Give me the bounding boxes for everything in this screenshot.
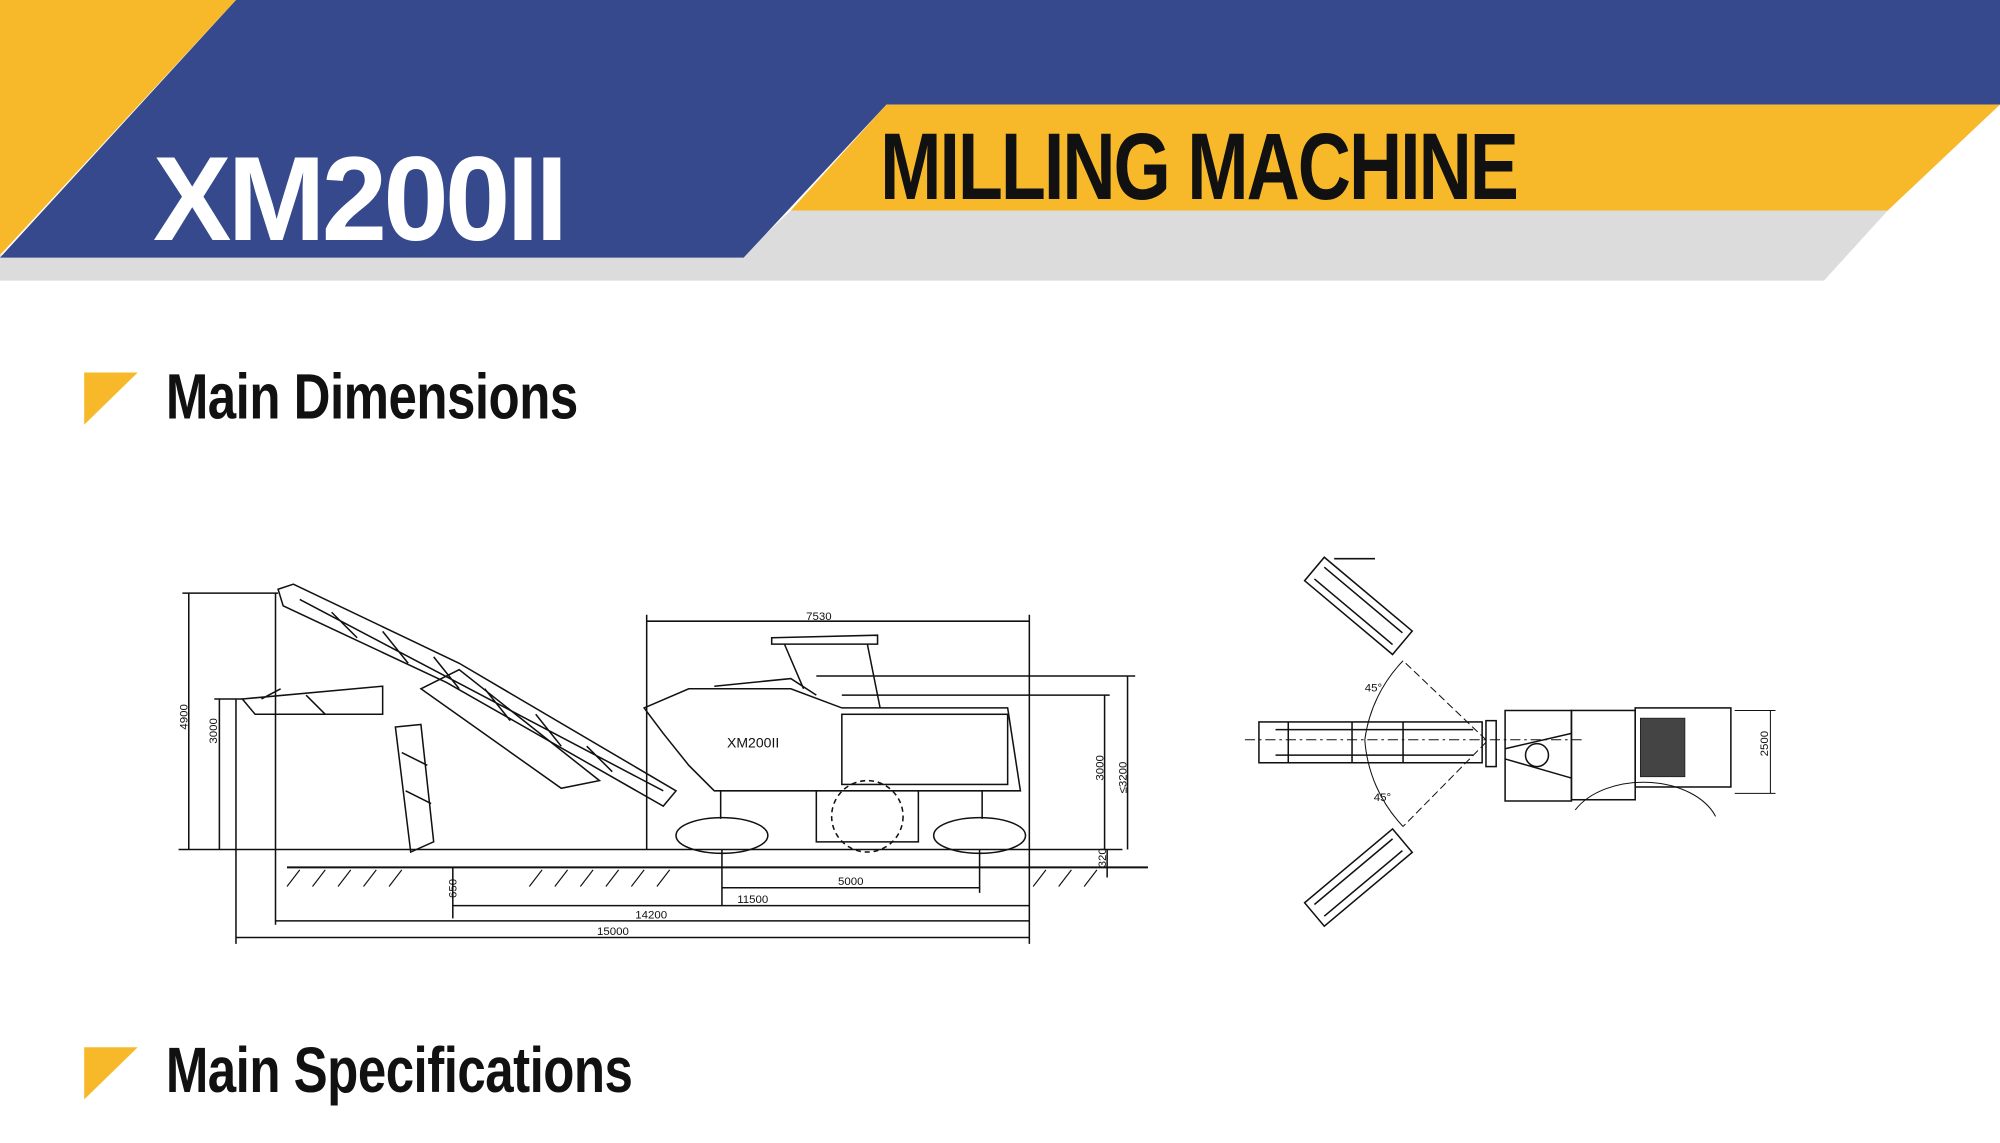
section-title-main-specifications: Main Specifications xyxy=(165,1034,633,1106)
dim-width: 2500 xyxy=(1759,731,1771,757)
section-title-main-dimensions: Main Dimensions xyxy=(165,360,578,433)
dim-650: 650 xyxy=(448,879,460,898)
dim-11500: 11500 xyxy=(737,894,768,906)
header-gray-strip xyxy=(0,210,1888,281)
dim-roof-height: ≤3200 xyxy=(1117,762,1129,794)
yellow-triangle-icon xyxy=(84,372,138,425)
model-title: XM200II xyxy=(153,131,568,266)
top-view-drawing xyxy=(1244,556,1776,928)
dim-5000: 5000 xyxy=(838,876,864,888)
dim-320: 320 xyxy=(1097,848,1109,867)
header-yellow-bar xyxy=(790,104,2000,211)
dim-15000: 15000 xyxy=(597,926,629,938)
dim-3000-discharge: 3000 xyxy=(208,718,220,744)
side-view-dimension-labels: 7530 4900 3000 3000 ≤3200 320 650 5000 1… xyxy=(178,611,1129,938)
dim-7530: 7530 xyxy=(806,611,832,623)
angle-45-bottom: 45° xyxy=(1374,792,1391,804)
top-view-labels: 45° 45° 2500 xyxy=(1365,682,1771,804)
angle-45-top: 45° xyxy=(1365,682,1382,694)
product-title: MILLING MACHINE xyxy=(880,113,1519,220)
dim-3000-machine: 3000 xyxy=(1094,755,1106,781)
side-view-drawing xyxy=(178,583,1148,944)
header-blue-band xyxy=(0,0,2000,258)
yellow-triangle-icon xyxy=(84,1047,138,1100)
machine-logo-label: XM200II xyxy=(727,734,779,750)
header-yellow-corner xyxy=(0,0,236,256)
dim-14200: 14200 xyxy=(635,909,667,921)
dim-4900: 4900 xyxy=(178,704,190,730)
